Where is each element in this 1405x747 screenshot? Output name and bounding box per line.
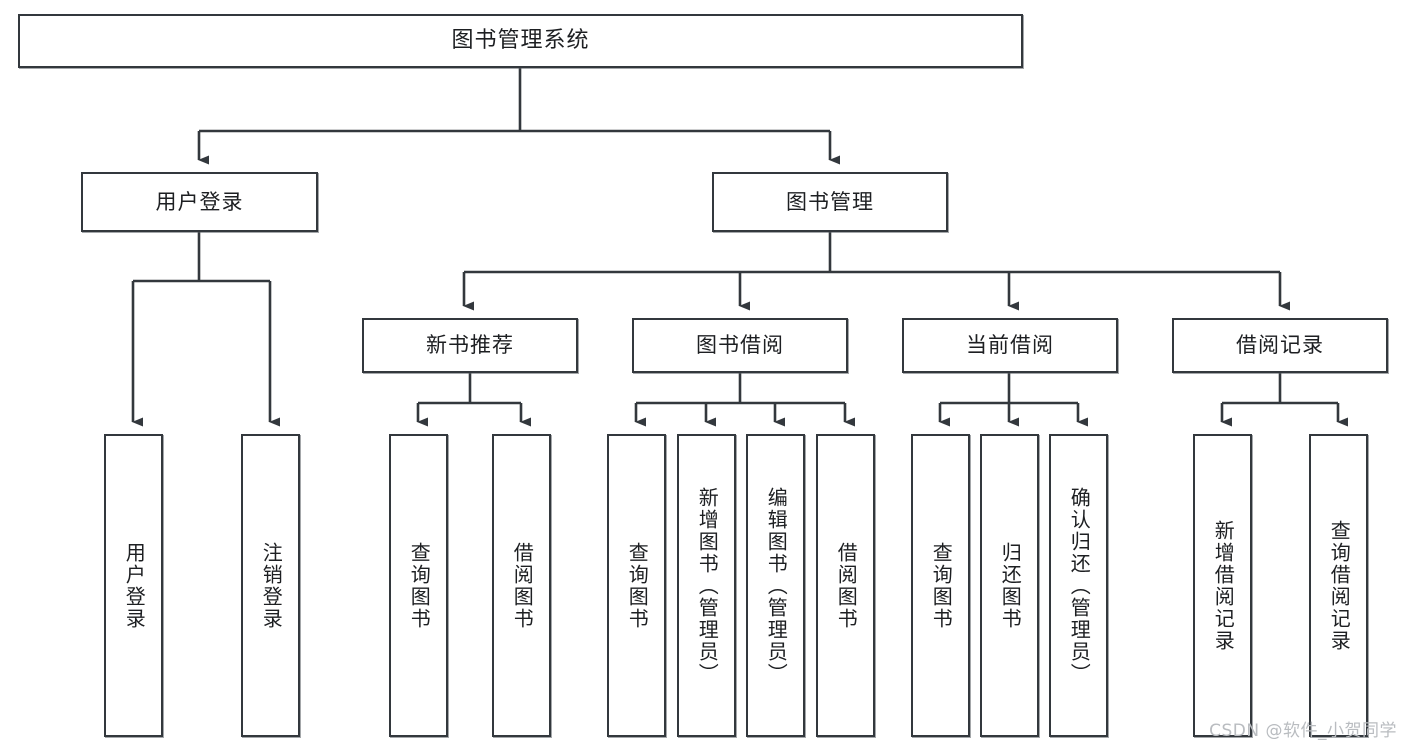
- node-label: 用户登录: [155, 189, 244, 214]
- node-label: 借阅图书: [510, 541, 535, 630]
- node-label: 注销登录: [259, 541, 284, 630]
- leaf-return-book[interactable]: 归还图书: [980, 434, 1039, 737]
- node-label: 新增借阅记录: [1211, 519, 1236, 652]
- node-borrowing-record[interactable]: 借阅记录: [1172, 318, 1388, 373]
- node-book-management[interactable]: 图书管理: [712, 172, 948, 232]
- leaf-user-login[interactable]: 用户登录: [104, 434, 163, 737]
- node-label: 查询图书: [625, 541, 650, 630]
- node-user-login[interactable]: 用户登录: [81, 172, 318, 232]
- csdn-watermark: CSDN @软件_小贺同学: [1209, 721, 1397, 741]
- node-label: 当前借阅: [966, 333, 1054, 358]
- leaf-query-borrow-record[interactable]: 查询借阅记录: [1309, 434, 1368, 737]
- node-label: 查询图书: [407, 541, 432, 630]
- node-label: 图书管理系统: [451, 28, 590, 54]
- node-label: 图书管理: [786, 189, 874, 214]
- node-current-borrowing[interactable]: 当前借阅: [902, 318, 1118, 373]
- leaf-add-borrow-record[interactable]: 新增借阅记录: [1193, 434, 1252, 737]
- node-label: 查询图书: [929, 541, 954, 630]
- node-label: 编辑图书（管理员）: [764, 486, 789, 685]
- leaf-edit-book-admin[interactable]: 编辑图书（管理员）: [746, 434, 805, 737]
- node-label: 确认归还（管理员）: [1067, 486, 1092, 685]
- leaf-logout[interactable]: 注销登录: [241, 434, 300, 737]
- node-label: 图书借阅: [696, 333, 784, 358]
- leaf-borrow-book-newbook[interactable]: 借阅图书: [492, 434, 551, 737]
- node-book-borrowing[interactable]: 图书借阅: [632, 318, 848, 373]
- leaf-query-book-newbook[interactable]: 查询图书: [389, 434, 448, 737]
- node-label: 查询借阅记录: [1327, 519, 1352, 652]
- node-label: 新书推荐: [426, 333, 514, 358]
- leaf-query-book-current[interactable]: 查询图书: [911, 434, 970, 737]
- node-new-book-recommendation[interactable]: 新书推荐: [362, 318, 578, 373]
- leaf-borrow-book[interactable]: 借阅图书: [816, 434, 875, 737]
- leaf-query-book-borrow[interactable]: 查询图书: [607, 434, 666, 737]
- node-label: 归还图书: [998, 541, 1023, 630]
- leaf-add-book-admin[interactable]: 新增图书（管理员）: [677, 434, 736, 737]
- node-label: 借阅图书: [834, 541, 859, 630]
- node-label: 用户登录: [122, 541, 147, 630]
- node-label: 新增图书（管理员）: [695, 486, 720, 685]
- node-root-book-management-system[interactable]: 图书管理系统: [18, 14, 1023, 68]
- leaf-confirm-return-admin[interactable]: 确认归还（管理员）: [1049, 434, 1108, 737]
- node-label: 借阅记录: [1236, 333, 1324, 358]
